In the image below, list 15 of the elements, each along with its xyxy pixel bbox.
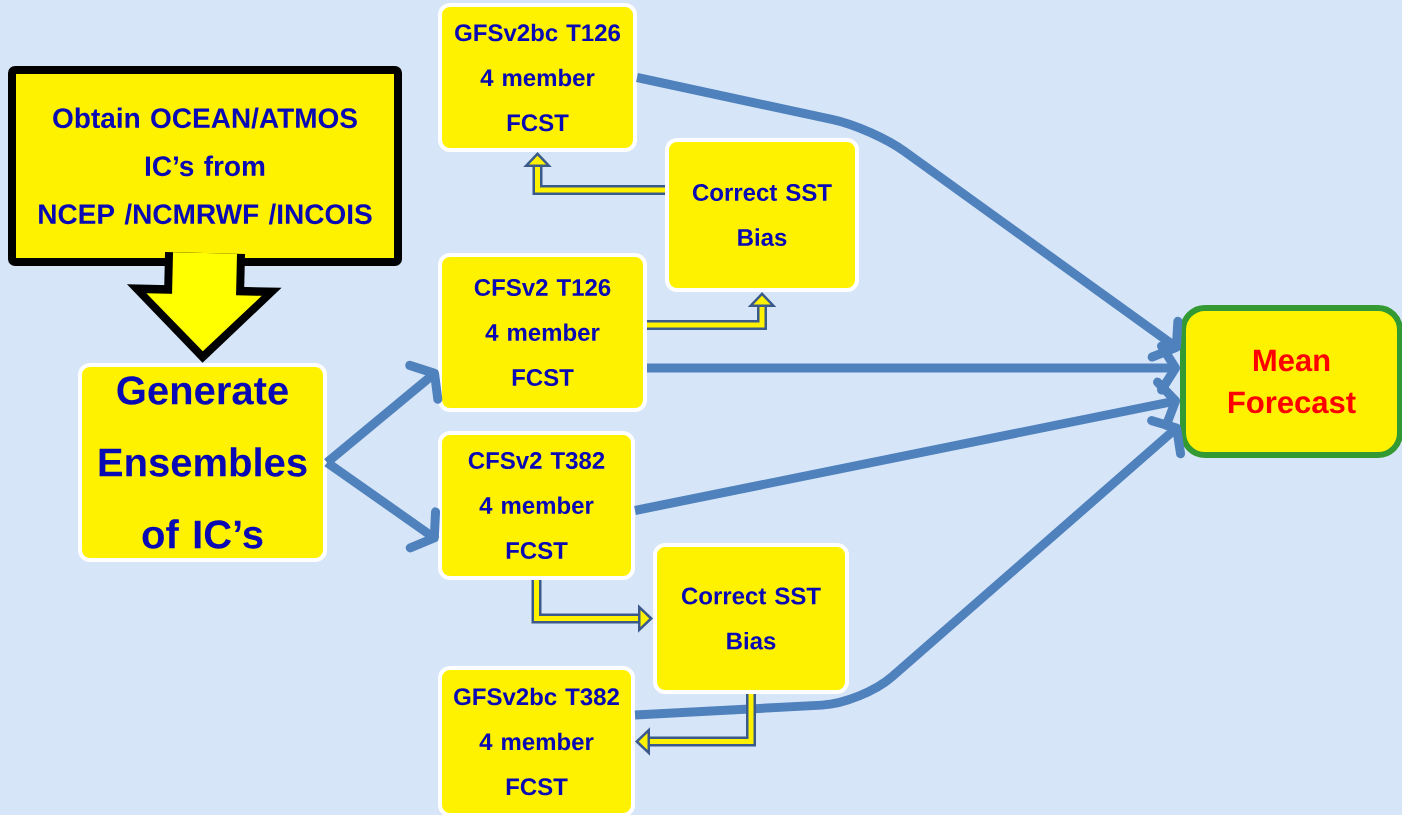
process-box: Correct SST Bias	[665, 138, 859, 292]
arrow	[647, 341, 1180, 395]
process-box: CFSv2 T126 4 member FCST	[438, 253, 647, 412]
outlined-arrow	[523, 152, 665, 195]
process-box: CFSv2 T382 4 member FCST	[438, 431, 635, 580]
process-box: GFSv2bc T382 4 member FCST	[438, 666, 635, 815]
arrow	[634, 377, 1181, 515]
process-box: Generate Ensembles of IC’s	[78, 363, 327, 562]
process-box: GFSv2bc T126 4 member FCST	[438, 3, 637, 152]
callout-box: Obtain OCEAN/ATMOS IC’s from NCEP /NCMRWF /INCOIS	[8, 66, 402, 266]
outlined-arrow	[635, 694, 756, 756]
process-box: Correct SST Bias	[653, 543, 849, 694]
arrow	[636, 73, 1183, 362]
arrow	[634, 416, 1186, 720]
result-box: Mean Forecast	[1180, 305, 1402, 458]
